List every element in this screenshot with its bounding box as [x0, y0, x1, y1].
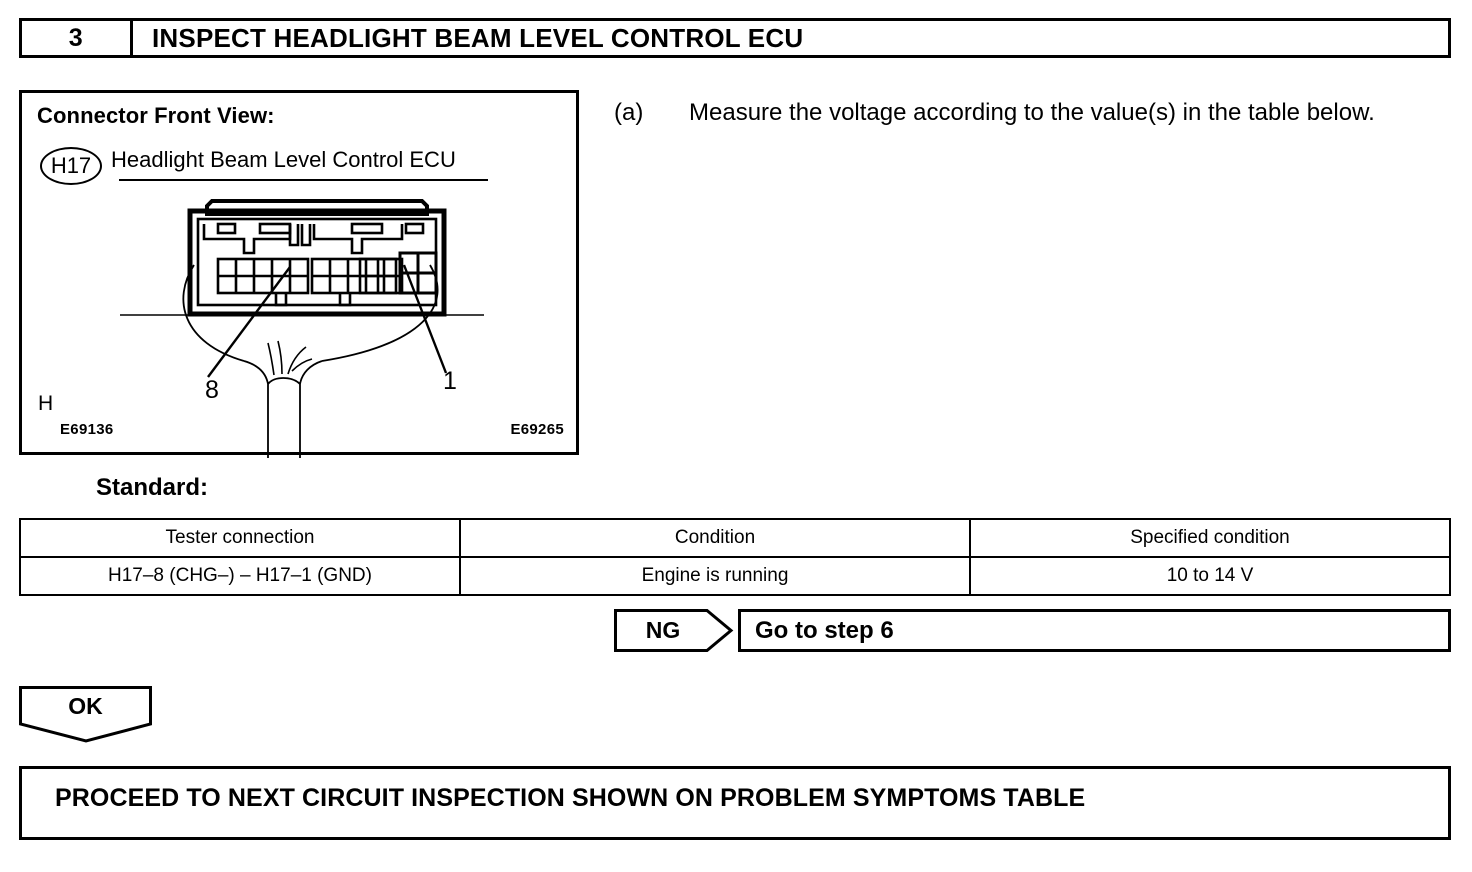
- latch-profile-center-a: [288, 224, 300, 247]
- harness-strand-4: [291, 358, 313, 372]
- table-header-row: Tester connection Condition Specified co…: [19, 518, 1451, 558]
- standard-table: Tester connection Condition Specified co…: [19, 518, 1451, 596]
- ok-flag-label: OK: [68, 692, 103, 719]
- instruction-block: (a) Measure the voltage according to the…: [614, 92, 1454, 133]
- leader-line-pin-1: [402, 264, 448, 374]
- harness-sheath-left: [243, 360, 269, 458]
- ng-arrow-outline: [614, 609, 734, 652]
- terminal-group-right-small: [358, 257, 398, 295]
- ng-flag-shape: [614, 609, 734, 652]
- bottom-key-notch-right: [338, 293, 352, 307]
- cell-condition: Engine is running: [459, 556, 971, 596]
- top-notch-1: [216, 222, 237, 235]
- terminal-group-middle: [310, 257, 404, 295]
- ng-flag-label: NG: [645, 617, 681, 643]
- ok-flag: OK: [19, 686, 159, 744]
- connector-body-outline: [187, 208, 447, 317]
- step-title: INSPECT HEADLIGHT BEAM LEVEL CONTROL ECU: [152, 22, 804, 53]
- terminal-group-right-large: [398, 251, 438, 295]
- connector-ecu-name: Headlight Beam Level Control ECU: [111, 147, 456, 172]
- pin-label-8: 8: [205, 376, 219, 404]
- top-notch-4: [404, 222, 425, 235]
- bottom-key-notch-left: [274, 293, 288, 307]
- harness-outline-left: [182, 264, 245, 362]
- ng-flag: NG: [614, 609, 734, 652]
- cell-specified-condition: 10 to 14 V: [969, 556, 1451, 596]
- figure-code-right: E69265: [510, 421, 564, 438]
- connector-identification: H17 Headlight Beam Level Control ECU: [40, 141, 456, 185]
- ok-arrow-outline: [19, 686, 152, 743]
- connector-figure-box: Connector Front View: H17 Headlight Beam…: [19, 90, 579, 458]
- pin-label-1: 1: [443, 367, 457, 395]
- connector-id-badge: H17: [40, 147, 102, 185]
- figure-caption: Connector Front View:: [37, 103, 275, 128]
- column-header-specified-condition: Specified condition: [969, 518, 1451, 558]
- latch-profile-right: [312, 224, 404, 255]
- harness-strand-3: [287, 346, 307, 375]
- figure-code-letter: H: [38, 392, 54, 415]
- harness-sheath-right: [299, 360, 323, 458]
- latch-profile-left: [202, 224, 292, 255]
- connector-cavity-outline: [196, 217, 438, 307]
- terminal-group-left: [216, 257, 310, 295]
- instruction-text: Measure the voltage according to the val…: [689, 99, 1375, 126]
- top-notch-2: [258, 222, 292, 235]
- harness-outline-right: [321, 264, 439, 362]
- harness-strand-1: [267, 342, 275, 376]
- latch-profile-center-b: [300, 224, 312, 247]
- column-header-condition: Condition: [459, 518, 971, 558]
- result-banner: PROCEED TO NEXT CIRCUIT INSPECTION SHOWN…: [19, 766, 1451, 840]
- leader-line-pin-8: [207, 266, 291, 378]
- table-row: H17–8 (CHG–) – H17–1 (GND) Engine is run…: [19, 556, 1451, 596]
- connector-shell-top: [205, 199, 429, 216]
- harness-sheath-cap: [267, 377, 301, 385]
- step-header-bar: 3 INSPECT HEADLIGHT BEAM LEVEL CONTROL E…: [19, 18, 1451, 58]
- ok-flag-shape: [19, 686, 152, 743]
- result-banner-text: PROCEED TO NEXT CIRCUIT INSPECTION SHOWN…: [55, 784, 1086, 812]
- standard-label: Standard:: [96, 474, 209, 501]
- top-notch-3: [350, 222, 384, 235]
- connector-name-underline: [119, 179, 488, 181]
- ng-action-box: Go to step 6: [738, 609, 1451, 652]
- instruction-marker: (a): [614, 99, 644, 126]
- column-header-tester-connection: Tester connection: [19, 518, 461, 558]
- step-number: 3: [22, 21, 133, 55]
- figure-code-left: E69136: [60, 421, 114, 438]
- ng-branch-row: NG Go to step 6: [614, 609, 1451, 652]
- cell-tester-connection: H17–8 (CHG–) – H17–1 (GND): [19, 556, 461, 596]
- harness-strand-2: [277, 340, 283, 375]
